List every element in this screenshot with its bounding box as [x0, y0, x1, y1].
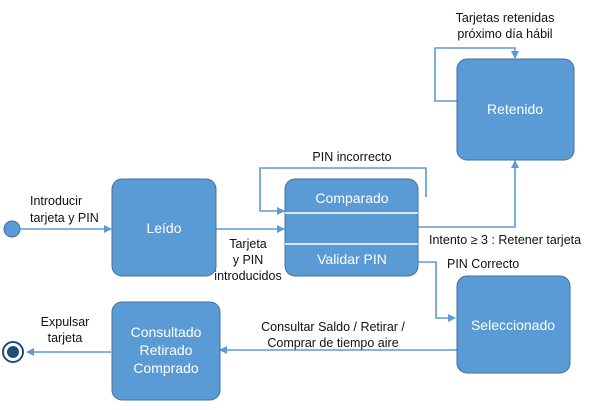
label-pin-correcto: PIN Correcto [447, 257, 519, 271]
state-leido: Leído [111, 178, 217, 277]
label-pin-incorrecto: PIN incorrecto [312, 150, 391, 164]
label-leido-to-comparado: Tarjeta y PIN introducidos [214, 237, 281, 283]
state-consultado-line: Consultado [131, 324, 202, 340]
state-consultado-line: Comprado [133, 360, 199, 376]
label-line: Introducir [30, 194, 82, 208]
state-validar-pin-label: Validar PIN [317, 251, 387, 267]
label-line: introducidos [214, 269, 281, 283]
label-retener-tarjeta: Intento ≥ 3 : Retener tarjeta [429, 233, 581, 247]
arrow-validar-to-seleccionado [418, 261, 456, 322]
state-consultado-line: Retirado [140, 342, 193, 358]
state-seleccionado-label: Seleccionado [471, 317, 555, 333]
final-state [2, 341, 24, 363]
label-line: Expulsar [41, 315, 90, 329]
label-line: Tarjetas retenidas [456, 11, 555, 25]
label-retenido-self: Tarjetas retenidas próximo día hábil [456, 11, 555, 41]
arrow-comparado-to-retenido [418, 160, 519, 228]
label-start-to-leido: Introducir tarjeta y PIN [30, 194, 99, 225]
label-line: y PIN [233, 253, 264, 267]
state-comparado-validar: Comparado Validar PIN [284, 178, 419, 277]
arrow-retenido-self-loop [434, 47, 519, 102]
initial-state [3, 220, 21, 238]
label-line: tarjeta y PIN [30, 211, 99, 225]
label-seleccionado-to-consultado: Consultar Saldo / Retirar / Comprar de t… [261, 320, 405, 350]
label-line: Tarjeta [229, 237, 267, 251]
label-line: tarjeta [48, 331, 83, 345]
label-line: Comprar de tiempo aire [267, 336, 398, 350]
label-expulsar-tarjeta: Expulsar tarjeta [41, 315, 90, 345]
arrow-pin-incorrecto-loop [259, 167, 427, 215]
state-seleccionado: Seleccionado [456, 275, 571, 374]
label-line: Consultar Saldo / Retirar / [261, 320, 405, 334]
state-comparado-label: Comparado [315, 190, 388, 206]
label-line: próximo día hábil [457, 27, 552, 41]
state-leido-label: Leído [146, 220, 181, 236]
state-consultado: Consultado Retirado Comprado [111, 301, 221, 401]
state-retenido-label: Retenido [487, 101, 543, 117]
state-retenido: Retenido [456, 58, 575, 161]
